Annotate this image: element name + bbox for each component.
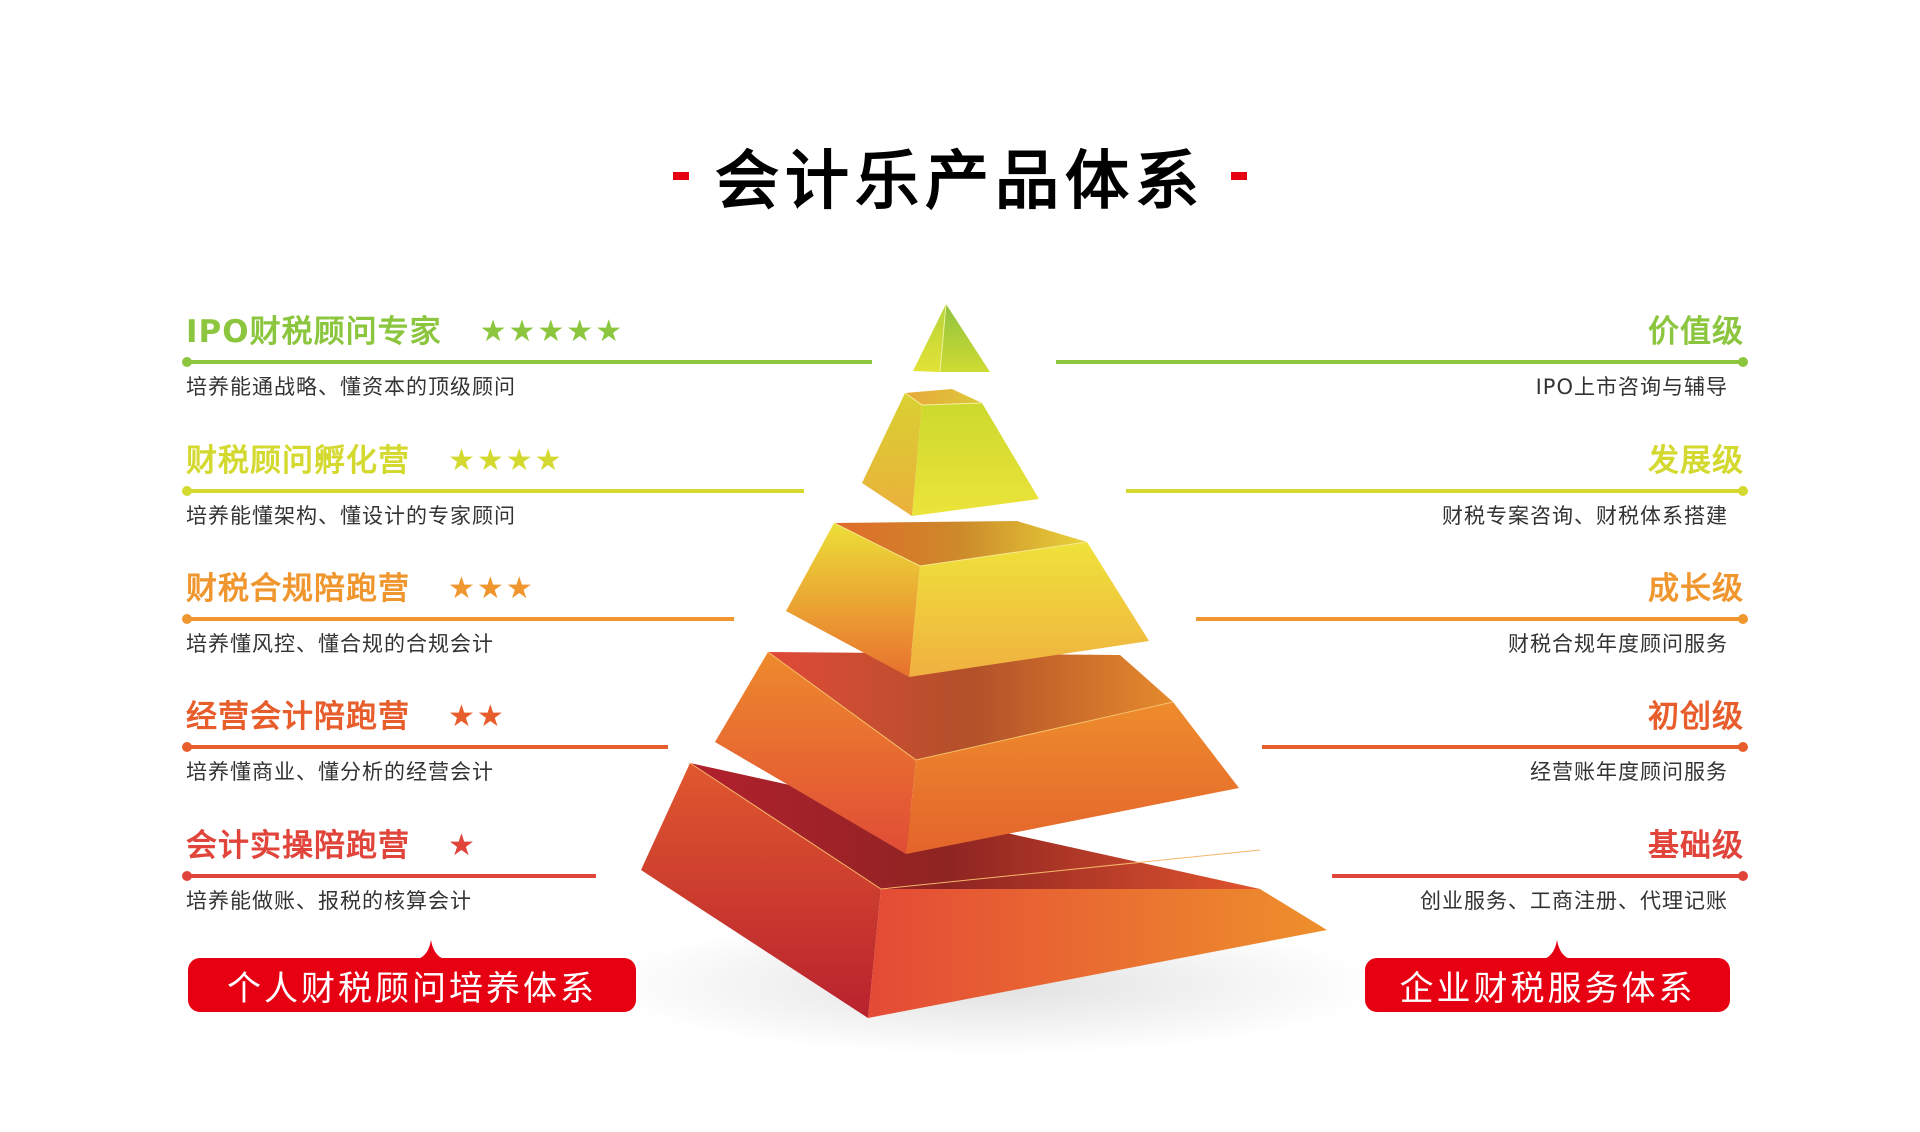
left-row-5: 会计实操陪跑营 ★ 培养能做账、报税的核算会计 [182,826,596,916]
program-title: IPO财税顾问专家 [186,314,442,350]
star-rating-icon: ★★★ [448,571,535,606]
program-description: 培养能懂架构、懂设计的专家顾问 [186,504,516,528]
divider-dot [182,614,192,624]
divider-line [1126,486,1748,496]
right-row-header: 初创级 [1262,697,1744,737]
left-row-header: 财税顾问孵化营 ★★★★ [186,441,804,481]
star-rating-icon: ★ [448,828,477,863]
program-title: 会计实操陪跑营 [186,828,410,864]
left-row-header: 经营会计陪跑营 ★★ [186,697,668,737]
left-row-3: 财税合规陪跑营 ★★★ 培养懂风控、懂合规的合规会计 [182,569,734,659]
left-row-1: IPO财税顾问专家 ★★★★★ 培养能通战略、懂资本的顶级顾问 [182,312,872,402]
pill-pointer-icon [1540,940,1574,960]
divider-dot [1738,357,1748,367]
service-description: 经营账年度顾问服务 [1530,760,1728,784]
right-row-4: 初创级 经营账年度顾问服务 [1262,697,1748,787]
service-level-title: 成长级 [1648,571,1744,607]
divider-dot [182,742,192,752]
right-row-5: 基础级 创业服务、工商注册、代理记账 [1332,826,1748,916]
service-description: IPO上市咨询与辅导 [1535,375,1728,399]
program-description: 培养懂商业、懂分析的经营会计 [186,760,494,784]
title-dash-left [673,172,689,180]
divider-dot [182,871,192,881]
service-level-title: 初创级 [1648,699,1744,735]
left-row-header: IPO财税顾问专家 ★★★★★ [186,312,872,352]
service-level-title: 价值级 [1648,314,1744,350]
divider-dot [182,486,192,496]
divider-line [182,614,734,624]
divider-line [182,742,668,752]
personal-system-text: 个人财税顾问培养体系 [227,968,597,1009]
divider-dot [1738,871,1748,881]
program-description: 培养能做账、报税的核算会计 [186,889,472,913]
divider-dot [1738,614,1748,624]
pyramid-tier-1 [913,303,990,373]
right-row-header: 价值级 [1056,312,1744,352]
page-title: 会计乐产品体系 [715,145,1205,219]
star-rating-icon: ★★★★ [448,443,564,478]
left-row-header: 财税合规陪跑营 ★★★ [186,569,734,609]
program-title: 经营会计陪跑营 [186,699,410,735]
program-title: 财税顾问孵化营 [186,443,410,479]
service-level-title: 发展级 [1648,443,1744,479]
pyramid-tier-2 [862,389,1039,516]
program-description: 培养能通战略、懂资本的顶级顾问 [186,375,516,399]
service-description: 财税合规年度顾问服务 [1508,632,1728,656]
divider-dot [182,357,192,367]
right-row-3: 成长级 财税合规年度顾问服务 [1196,569,1748,659]
divider-line [1056,357,1748,367]
divider-line [1196,614,1748,624]
page-title-block: 会计乐产品体系 [673,130,1247,222]
star-rating-icon: ★★ [448,699,506,734]
right-row-header: 成长级 [1196,569,1744,609]
left-row-2: 财税顾问孵化营 ★★★★ 培养能懂架构、懂设计的专家顾问 [182,441,804,531]
program-description: 培养懂风控、懂合规的合规会计 [186,632,494,656]
pyramid-tier-4 [715,651,1239,854]
pill-pointer-icon [414,940,448,960]
enterprise-system-text: 企业财税服务体系 [1399,968,1696,1009]
divider-dot [1738,742,1748,752]
pyramid-tier-3 [786,521,1149,677]
divider-line [1262,742,1748,752]
divider-line [182,871,596,881]
service-description: 财税专案咨询、财税体系搭建 [1442,504,1728,528]
page-header: 会计乐产品体系 [0,130,1920,222]
right-row-header: 发展级 [1126,441,1744,481]
title-dash-right [1231,172,1247,180]
divider-dot [1738,486,1748,496]
divider-line [182,486,804,496]
left-row-4: 经营会计陪跑营 ★★ 培养懂商业、懂分析的经营会计 [182,697,668,787]
service-description: 创业服务、工商注册、代理记账 [1420,889,1728,913]
program-title: 财税合规陪跑营 [186,571,410,607]
divider-line [182,357,872,367]
left-row-header: 会计实操陪跑营 ★ [186,826,596,866]
personal-system-label: 个人财税顾问培养体系 [188,940,636,1012]
enterprise-system-label: 企业财税服务体系 [1365,940,1730,1012]
right-row-2: 发展级 财税专案咨询、财税体系搭建 [1126,441,1748,531]
star-rating-icon: ★★★★★ [479,314,625,349]
divider-line [1332,871,1748,881]
right-row-header: 基础级 [1332,826,1744,866]
service-level-title: 基础级 [1648,828,1744,864]
right-row-1: 价值级 IPO上市咨询与辅导 [1056,312,1748,402]
